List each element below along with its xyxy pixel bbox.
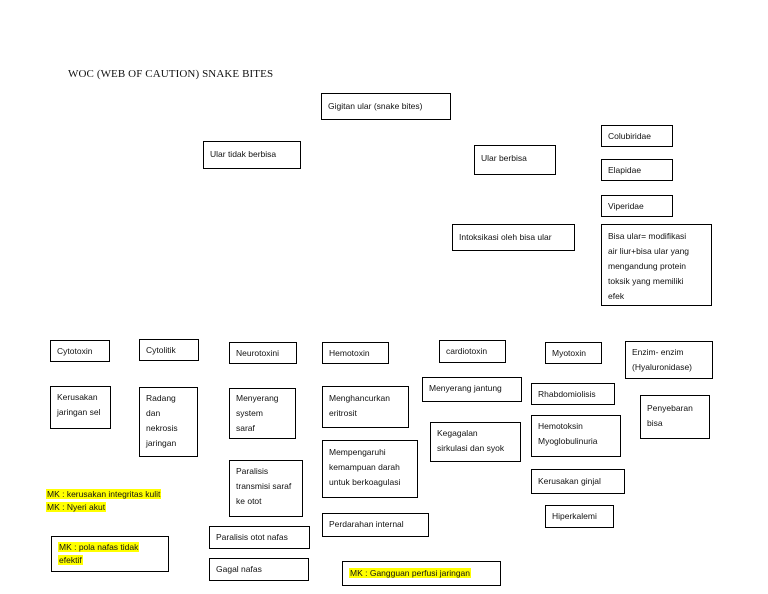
- node-hemotoksin: Hemotoksin Myoglobulinuria: [531, 415, 621, 457]
- node-elapidae: Elapidae: [601, 159, 673, 181]
- node-neurotoxini: Neurotoxini: [229, 342, 297, 364]
- hemotoksin-line-2: Myoglobulinuria: [538, 436, 598, 446]
- penyebaran-line-1: Penyebaran: [647, 403, 693, 413]
- node-menyerang-jantung-label: Menyerang jantung: [429, 383, 502, 393]
- node-perdarahan-label: Perdarahan internal: [329, 519, 404, 529]
- radang-line-4: jaringan: [146, 438, 177, 448]
- paralisis-transmisi-line-1: Paralisis: [236, 466, 269, 476]
- node-cytotoxin: Cytotoxin: [50, 340, 110, 362]
- radang-line-3: nekrosis: [146, 423, 178, 433]
- node-paralisis-otot: Paralisis otot nafas: [209, 526, 310, 549]
- node-ular-tidak-berbisa: Ular tidak berbisa: [203, 141, 301, 169]
- menyerang-saraf-line-1: Menyerang: [236, 393, 279, 403]
- node-gagal-nafas-label: Gagal nafas: [216, 564, 262, 574]
- node-perdarahan: Perdarahan internal: [322, 513, 429, 537]
- node-intoksikasi-label: Intoksikasi oleh bisa ular: [459, 232, 552, 242]
- bisa-ular-line-4: toksik yang memiliki: [608, 276, 684, 286]
- node-myotoxin: Myotoxin: [545, 342, 602, 364]
- menghancurkan-line-2: eritrosit: [329, 408, 357, 418]
- node-colubiridae-label: Colubiridae: [608, 131, 651, 141]
- hemotoksin-line-1: Hemotoksin: [538, 421, 583, 431]
- mk-pola-nafas-box: MK : pola nafas tidak efektif: [51, 536, 169, 572]
- node-gigitan-label: Gigitan ular (snake bites): [328, 101, 423, 111]
- node-colubiridae: Colubiridae: [601, 125, 673, 147]
- node-paralisis-otot-label: Paralisis otot nafas: [216, 532, 288, 542]
- node-enzim: Enzim- enzim (Hyaluronidase): [625, 341, 713, 379]
- node-hiperkalemi-label: Hiperkalemi: [552, 511, 597, 521]
- radang-line-1: Radang: [146, 393, 176, 403]
- bisa-ular-line-3: mengandung protein: [608, 261, 686, 271]
- node-cytolitik-label: Cytolitik: [146, 345, 176, 355]
- mempengaruhi-line-2: kemampuan darah: [329, 462, 400, 472]
- node-myotoxin-label: Myotoxin: [552, 348, 587, 358]
- mk-pola-nafas-line-2: efektif: [58, 555, 83, 565]
- radang-line-2: dan: [146, 408, 161, 418]
- node-kegagalan: Kegagalan sirkulasi dan syok: [430, 422, 521, 462]
- node-mempengaruhi: Mempengaruhi kemampuan darah untuk berko…: [322, 440, 418, 498]
- enzim-line-1: Enzim- enzim: [632, 347, 684, 357]
- node-viperidae-label: Viperidae: [608, 201, 644, 211]
- node-rhabdomiolisis-label: Rhabdomiolisis: [538, 389, 596, 399]
- node-paralisis-transmisi: Paralisis transmisi saraf ke otot: [229, 460, 303, 517]
- menyerang-saraf-line-2: system: [236, 408, 263, 418]
- node-elapidae-label: Elapidae: [608, 165, 642, 175]
- penyebaran-line-2: bisa: [647, 418, 663, 428]
- node-ular-tidak-berbisa-label: Ular tidak berbisa: [210, 149, 277, 159]
- node-menyerang-saraf: Menyerang system saraf: [229, 388, 296, 439]
- mk-perfusi-box: MK : Gangguan perfusi jaringan: [342, 561, 501, 586]
- kegagalan-line-1: Kegagalan: [437, 428, 478, 438]
- node-cardiotoxin: cardiotoxin: [439, 340, 506, 363]
- node-ular-berbisa: Ular berbisa: [474, 145, 556, 175]
- node-hiperkalemi: Hiperkalemi: [545, 505, 614, 528]
- kegagalan-line-2: sirkulasi dan syok: [437, 443, 505, 453]
- mk-nyeri-akut: MK : Nyeri akut: [46, 502, 107, 512]
- node-intoksikasi: Intoksikasi oleh bisa ular: [452, 224, 575, 251]
- node-penyebaran: Penyebaran bisa: [640, 395, 710, 439]
- node-gigitan: Gigitan ular (snake bites): [321, 93, 451, 120]
- node-neurotoxini-label: Neurotoxini: [236, 348, 279, 358]
- node-cardiotoxin-label: cardiotoxin: [446, 346, 488, 356]
- menghancurkan-line-1: Menghancurkan: [329, 393, 390, 403]
- node-kerusakan-jaringan: Kerusakan jaringan sel: [50, 386, 111, 429]
- diagram-title: WOC (WEB OF CAUTION) SNAKE BITES: [68, 68, 274, 80]
- node-menghancurkan: Menghancurkan eritrosit: [322, 386, 409, 428]
- node-rhabdomiolisis: Rhabdomiolisis: [531, 383, 615, 405]
- bisa-ular-line-1: Bisa ular= modifikasi: [608, 231, 687, 241]
- node-gagal-nafas: Gagal nafas: [209, 558, 309, 581]
- mk-integritas-nyeri: MK : kerusakan integritas kulit MK : Nye…: [46, 488, 162, 514]
- mempengaruhi-line-1: Mempengaruhi: [329, 447, 386, 457]
- node-kerusakan-ginjal-label: Kerusakan ginjal: [538, 476, 601, 486]
- enzim-line-2: (Hyaluronidase): [632, 362, 692, 372]
- kerusakan-jaringan-line-2: jaringan sel: [57, 407, 101, 417]
- node-hemotoxin-label: Hemotoxin: [329, 348, 370, 358]
- mk-gangguan-perfusi: MK : Gangguan perfusi jaringan: [349, 568, 472, 578]
- node-bisa-ular: Bisa ular= modifikasi air liur+bisa ular…: [601, 224, 712, 306]
- paralisis-transmisi-line-2: transmisi saraf: [236, 481, 292, 491]
- node-cytotoxin-label: Cytotoxin: [57, 346, 93, 356]
- node-menyerang-jantung: Menyerang jantung: [422, 377, 522, 402]
- mk-pola-nafas-line-1: MK : pola nafas tidak: [58, 542, 140, 552]
- mk-integritas-kulit: MK : kerusakan integritas kulit: [46, 489, 162, 499]
- menyerang-saraf-line-3: saraf: [236, 423, 255, 433]
- node-kerusakan-ginjal: Kerusakan ginjal: [531, 469, 625, 494]
- node-cytolitik: Cytolitik: [139, 339, 199, 361]
- mempengaruhi-line-3: untuk berkoagulasi: [329, 477, 401, 487]
- paralisis-transmisi-line-3: ke otot: [236, 496, 262, 506]
- node-ular-berbisa-label: Ular berbisa: [481, 153, 527, 163]
- node-hemotoxin: Hemotoxin: [322, 342, 389, 364]
- node-radang: Radang dan nekrosis jaringan: [139, 387, 198, 457]
- bisa-ular-line-2: air liur+bisa ular yang: [608, 246, 690, 256]
- kerusakan-jaringan-line-1: Kerusakan: [57, 392, 98, 402]
- node-viperidae: Viperidae: [601, 195, 673, 217]
- bisa-ular-line-5: efek: [608, 291, 625, 301]
